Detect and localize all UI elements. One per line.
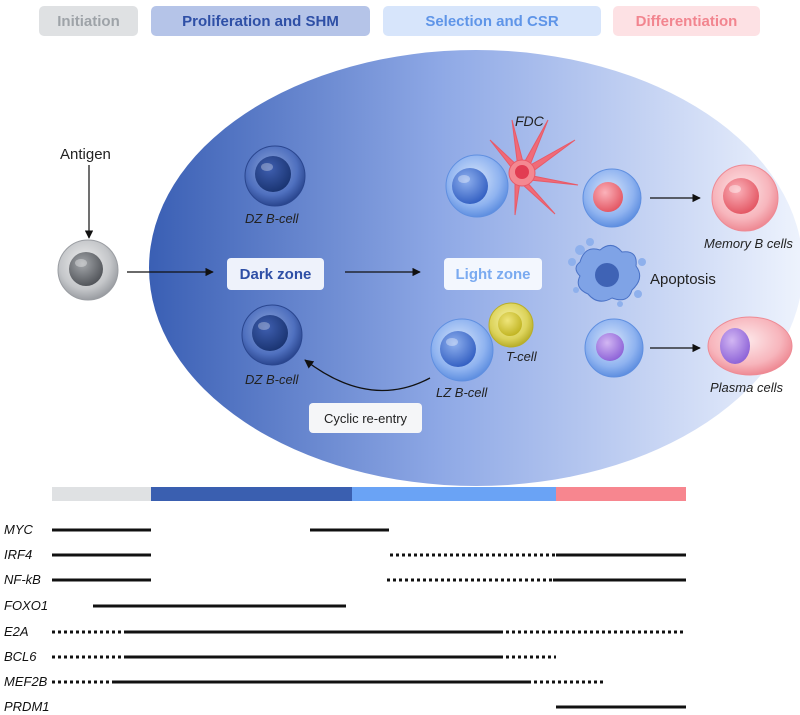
lz-b-cell-label: LZ B-cell [436,385,488,400]
stage-proliferation: Proliferation and SHM [151,6,370,36]
cyclic-reentry-box: Cyclic re-entry [309,403,422,433]
gene-expression-lines [52,528,686,709]
timeline-proliferation [151,487,352,501]
dz-b-cell-bottom [241,304,303,366]
apoptosis-label: Apoptosis [650,271,716,288]
timeline-selection [352,487,556,501]
stage-selection: Selection and CSR [383,6,601,36]
gene-label-foxo1: FOXO1 [4,598,49,613]
memory-precursor-cell [582,168,642,228]
lz-b-cell [430,318,494,382]
timeline-differentiation [556,487,686,501]
stage-differentiation: Differentiation [613,6,760,36]
t-cell-label: T-cell [506,349,537,364]
gene-label-irf4: IRF4 [4,547,33,562]
stage-initiation: Initiation [39,6,138,36]
fdc-label: FDC [515,113,544,129]
t-cell [488,302,534,348]
plasma-precursor-cell [584,318,644,378]
cyclic-reentry-arrow [304,359,431,392]
plasma-label: Plasma cells [710,380,783,395]
antigen-label: Antigen [60,146,111,163]
gene-label-bcl6: BCL6 [4,649,37,664]
apoptotic-cell [568,238,646,307]
memory-label: Memory B cells [704,236,793,251]
gene-label-myc: MYC [4,522,33,537]
light-zone-box: Light zone [444,258,542,290]
dz-b-cell-top-label: DZ B-cell [245,211,299,226]
memory-b-cell [711,164,779,232]
dz-b-cell-top [244,145,306,207]
naive-b-cell [57,239,119,301]
gene-label-nfkb: NF-kB [4,572,41,587]
gene-label-mef2b: MEF2B [4,674,48,689]
dark-zone-box: Dark zone [227,258,324,290]
gene-label-prdm1: PRDM1 [4,699,50,714]
plasma-cell [707,316,793,376]
gene-label-e2a: E2A [4,624,29,639]
dz-b-cell-bottom-label: DZ B-cell [245,372,299,387]
timeline-initiation [52,487,151,501]
lz-b-cell-top [445,154,509,218]
fdc-cell [489,119,579,216]
